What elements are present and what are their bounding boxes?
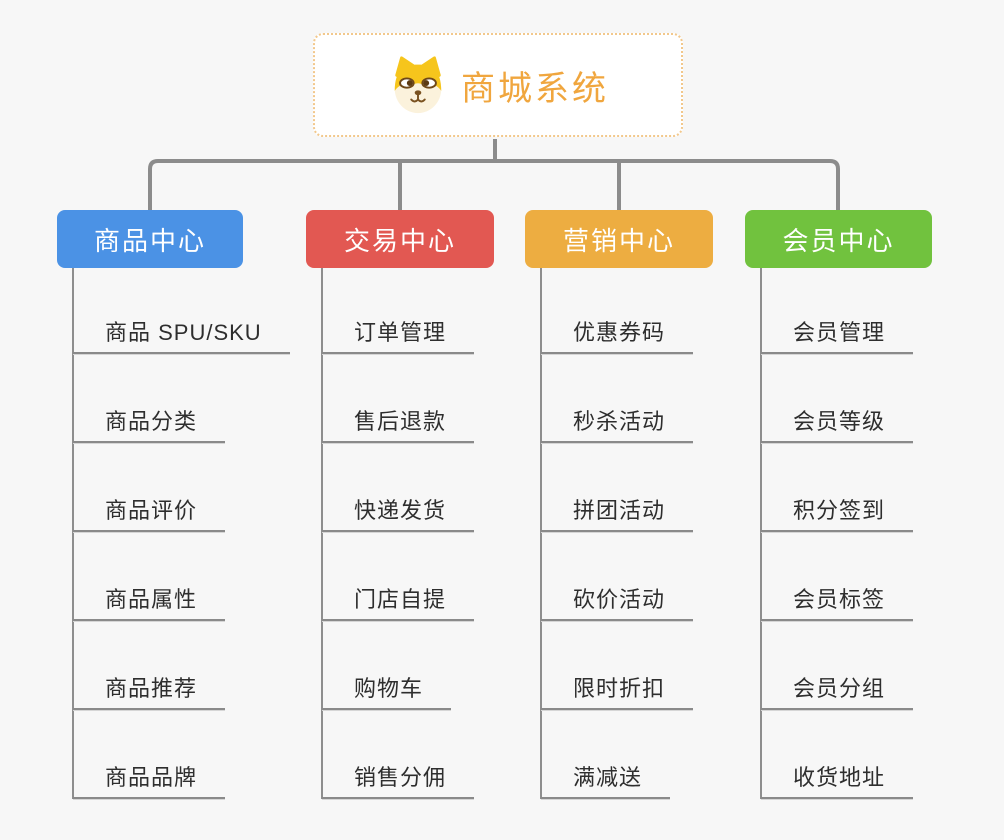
branch-node-product-center[interactable]: 商品中心 [57,210,243,268]
leaf-node[interactable]: 满减送 [541,761,671,799]
leaf-node[interactable]: 商品分类 [73,405,226,443]
doge-icon [394,56,442,114]
leaf-node[interactable]: 砍价活动 [541,583,694,621]
leaf-node[interactable]: 收货地址 [761,761,914,799]
branch-label: 交易中心 [343,225,456,256]
leaf-node[interactable]: 销售分佣 [322,761,475,799]
branch-trunk-line [321,268,323,799]
branch-trunk-line [72,268,74,799]
leaf-node[interactable]: 积分签到 [761,494,914,532]
leaf-node[interactable]: 订单管理 [322,316,475,354]
leaf-node[interactable]: 门店自提 [322,583,475,621]
branch-trunk-line [540,268,542,799]
root-node[interactable]: 商城系统 [313,33,683,137]
branch-node-trade-center[interactable]: 交易中心 [306,210,494,268]
branch-trunk-line [760,268,762,799]
leaf-node[interactable]: 限时折扣 [541,672,694,710]
leaf-node[interactable]: 秒杀活动 [541,405,694,443]
leaf-node[interactable]: 售后退款 [322,405,475,443]
leaf-node[interactable]: 会员等级 [761,405,914,443]
leaf-node[interactable]: 购物车 [322,672,452,710]
branch-label: 会员中心 [782,225,895,256]
leaf-node[interactable]: 商品推荐 [73,672,226,710]
branch-label: 商品中心 [93,225,206,256]
branch-label: 营销中心 [562,225,675,256]
leaf-node[interactable]: 商品品牌 [73,761,226,799]
leaf-node[interactable]: 拼团活动 [541,494,694,532]
leaf-node[interactable]: 商品 SPU/SKU [73,316,290,354]
root-title: 商城系统 [461,69,609,108]
leaf-node[interactable]: 商品属性 [73,583,226,621]
leaf-node[interactable]: 会员管理 [761,316,914,354]
leaf-node[interactable]: 会员分组 [761,672,914,710]
leaf-node[interactable]: 商品评价 [73,494,226,532]
leaf-node[interactable]: 快递发货 [322,494,475,532]
branch-node-member-center[interactable]: 会员中心 [745,210,932,268]
branch-node-marketing-center[interactable]: 营销中心 [525,210,713,268]
leaf-node[interactable]: 优惠券码 [541,316,694,354]
leaf-node[interactable]: 会员标签 [761,583,914,621]
